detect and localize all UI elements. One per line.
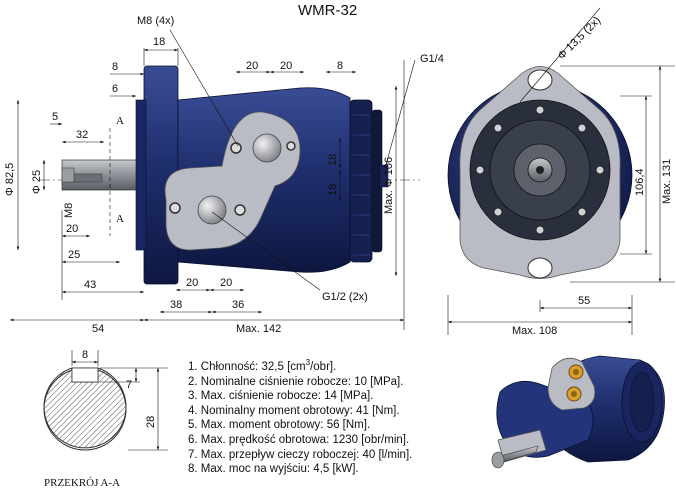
port-g12-upper	[252, 133, 282, 163]
front-view	[447, 7, 675, 335]
spec-item: 2. Nominalne ciśnienie robocze: 10 [MPa]…	[188, 375, 404, 388]
dim-mid-18b: 18	[327, 184, 339, 196]
dim-38: 38	[170, 299, 182, 311]
motor-end-cap	[349, 99, 373, 263]
section-mark-bottom: A	[116, 213, 124, 225]
motor-3d-render	[491, 355, 665, 469]
dim-5: 5	[52, 111, 58, 123]
dim-36: 36	[232, 299, 244, 311]
dim-8: 8	[112, 61, 118, 73]
port-g12-lower	[197, 195, 227, 225]
thread-label: M8 (4x)	[137, 15, 174, 27]
spec-item: 5. Max. moment obrotowy: 56 [Nm].	[188, 419, 371, 432]
port-label: G1/2 (2x)	[322, 291, 368, 303]
dim-bot-20a: 20	[186, 277, 198, 289]
section-a-a	[43, 350, 168, 451]
dim-bot-20b: 20	[220, 277, 232, 289]
dim-top-20b: 20	[280, 60, 292, 72]
dim-top-8: 8	[337, 60, 343, 72]
dim-top-20a: 20	[246, 60, 258, 72]
dim-max-diam-106: Max. Φ 106	[383, 157, 395, 214]
dim-flange-18: 18	[153, 36, 165, 48]
dim-43: 43	[84, 279, 96, 291]
dim-max-108: Max. 108	[512, 325, 557, 337]
dim-shaft-20: 20	[66, 223, 78, 235]
spec-item: 1. Chłonność: 32,5 [cm3/obr].	[188, 358, 337, 373]
section-mark-top: A	[116, 115, 124, 127]
dim-32: 32	[76, 129, 88, 141]
port-top-label: G1/4	[420, 53, 444, 65]
section-label: PRZEKRÓJ A-A	[44, 477, 120, 488]
dim-54: 54	[92, 323, 104, 335]
dim-diam-25: Φ 25	[31, 170, 43, 194]
spec-item: 7. Max. przepływ cieczy roboczej: 40 [l/…	[188, 448, 413, 461]
dim-max-142: Max. 142	[236, 323, 281, 335]
side-view	[10, 29, 420, 330]
dim-106-4: 106,4	[634, 168, 646, 196]
spec-item: 6. Max. prędkość obrotowa: 1230 [obr/min…	[188, 433, 410, 446]
dim-55: 55	[578, 295, 590, 307]
dim-diam-82-5: Φ 82,5	[4, 163, 16, 196]
section-dim-7: 7	[126, 379, 132, 391]
spec-item: 3. Max. ciśnienie robocze: 14 [MPa].	[188, 390, 374, 403]
dim-m8: M8	[63, 203, 75, 218]
section-dim-8: 8	[82, 349, 88, 361]
dim-max-131: Max. 131	[661, 159, 673, 204]
spec-item: 4. Nominalny moment obrotowy: 41 [Nm].	[188, 404, 400, 417]
section-dim-28: 28	[145, 416, 157, 428]
dim-6: 6	[112, 83, 118, 95]
dim-hole-diam: Φ 13,5 (2x)	[556, 15, 604, 63]
title: WMR-32	[298, 2, 357, 19]
spec-item: 8. Max. moc na wyjściu: 4,5 [kW].	[188, 463, 359, 476]
specs-list: 1. Chłonność: 32,5 [cm3/obr]. 2. Nominal…	[188, 358, 413, 477]
dim-mid-18a: 18	[327, 154, 339, 166]
dim-25: 25	[68, 249, 80, 261]
